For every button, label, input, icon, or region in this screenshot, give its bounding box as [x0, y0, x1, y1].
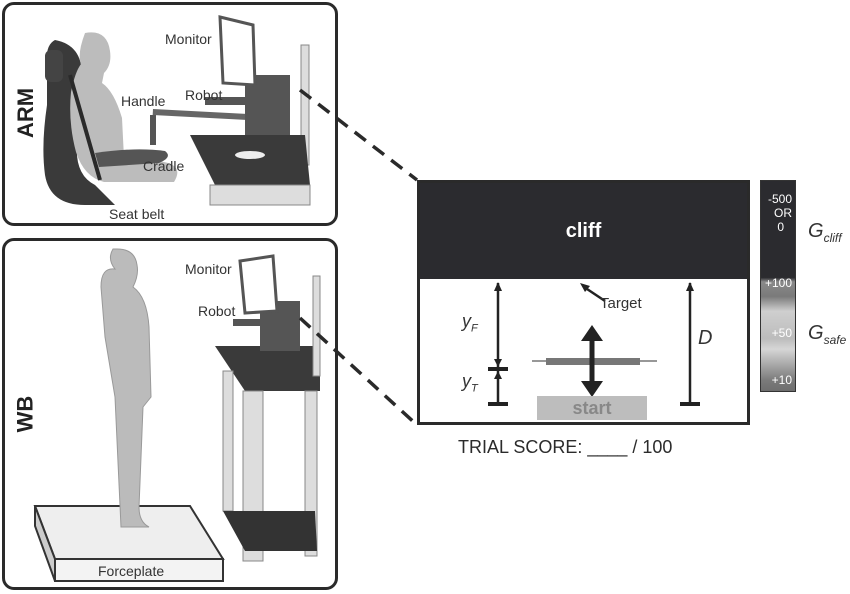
standing-person [100, 248, 152, 528]
chair [43, 40, 115, 205]
table-top [215, 346, 320, 391]
yF-arrow-up [494, 282, 502, 291]
seated-person [70, 32, 178, 182]
gain-tick-safe-50: +50 [771, 326, 792, 340]
label-cradle: Cradle [143, 158, 185, 174]
cradle [95, 149, 168, 167]
target-label: Target [600, 295, 642, 312]
move-arrow-down [581, 381, 603, 397]
label-robot: Robot [198, 303, 236, 319]
gain-tick-cliff-3: 0 [777, 220, 784, 234]
yT-label: yT [462, 371, 478, 395]
gain-tick-cliff-2: OR [774, 206, 792, 220]
wb-panel: WB Monitor Robot Forceplate [2, 238, 338, 590]
label-monitor: Monitor [185, 261, 232, 277]
robot-link [152, 109, 253, 121]
arm-panel: ARM Monitor Robot Handle Cradle Seat bel… [2, 2, 338, 226]
label-monitor: Monitor [165, 31, 212, 47]
label-handle: Handle [121, 93, 166, 109]
table-legs [209, 184, 311, 206]
table-hole [235, 151, 265, 159]
gain-tick-safe-100: +100 [764, 276, 792, 290]
label-robot: Robot [185, 87, 223, 103]
D-arrow-up [686, 282, 694, 291]
monitor [218, 15, 257, 87]
wb-setup-illustration [33, 248, 321, 582]
robot-arm [233, 319, 268, 326]
gain-tick-safe-10: +10 [771, 373, 792, 387]
cliff-region: cliff [420, 183, 747, 279]
g-cliff-label: Gcliff [808, 220, 842, 245]
move-arrow-up [581, 325, 603, 341]
table-leg-back [222, 370, 234, 512]
task-annotations [488, 282, 700, 406]
yF-arrow-down [494, 359, 502, 367]
yT-arrow-up [494, 371, 502, 379]
table-bottom [223, 511, 317, 551]
pole [312, 275, 321, 377]
yF-label: yF [462, 311, 478, 335]
task-display: cliff Target yF yT D start [417, 180, 750, 425]
forceplate-side [34, 505, 56, 582]
target-arrow [583, 285, 606, 303]
monitor [238, 254, 279, 315]
gain-tick-cliff-1: -500 [767, 192, 792, 206]
trial-score: TRIAL SCORE: ____ / 100 [458, 437, 673, 457]
D-label: D [698, 327, 713, 349]
seat-belt [68, 74, 102, 181]
target-arrowhead [580, 283, 590, 292]
table-top [190, 135, 310, 185]
robot-link-2 [205, 97, 245, 105]
label-seat-belt: Seat belt [109, 206, 165, 222]
label-forceplate: Forceplate [98, 563, 165, 579]
g-safe-label: Gsafe [808, 322, 847, 347]
gain-bar: -500 OR 0 +100 +50 +10 [760, 180, 796, 392]
headrest [45, 50, 63, 82]
start-box: start [537, 396, 647, 420]
handle [150, 115, 156, 145]
